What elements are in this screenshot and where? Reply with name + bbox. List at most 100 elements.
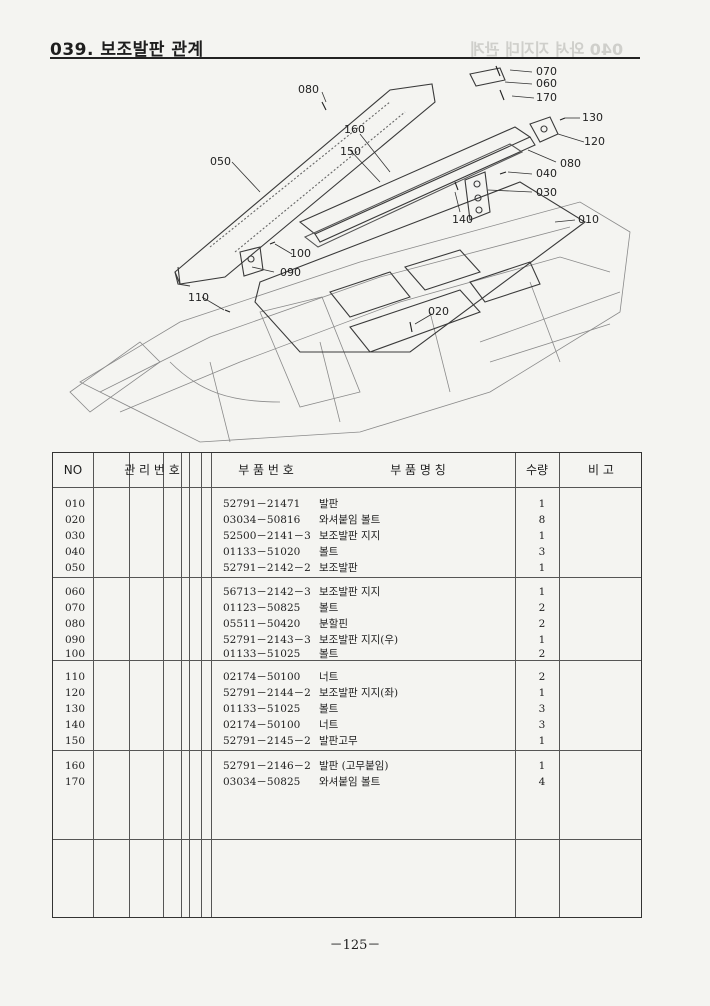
row-qty: 1	[538, 498, 546, 510]
row-part-name: 보조발판 지지	[319, 586, 381, 598]
part-050-aux-step	[174, 83, 436, 287]
row-part-name: 볼트	[319, 602, 339, 614]
row-part-name: 보조발판 지지(우)	[319, 634, 399, 646]
callout-090: 090	[280, 266, 301, 279]
callout-150: 150	[340, 145, 361, 158]
row-part-name: 발판	[319, 498, 339, 510]
part-010-step	[254, 181, 586, 353]
row-part-no: 52791－2143－3	[223, 634, 311, 646]
row-no: 100	[65, 648, 86, 660]
callout-050: 050	[210, 155, 231, 168]
row-part-no: 56713－2142－3	[223, 586, 311, 598]
row-no: 050	[65, 562, 86, 574]
row-no: 040	[65, 546, 86, 558]
row-part-name: 보조발판 지지(좌)	[319, 687, 399, 699]
row-part-no: 01133－51025	[223, 648, 301, 660]
callout-070: 070	[536, 65, 557, 78]
row-no: 120	[65, 687, 86, 699]
part-030-support	[464, 171, 491, 221]
row-part-name: 보조발판 지지	[319, 530, 381, 542]
header-part-no: 부 품 번 호	[238, 463, 294, 477]
row-part-no: 52791－2145－2	[223, 735, 311, 747]
row-no: 020	[65, 514, 86, 526]
callout-030: 030	[536, 186, 557, 199]
row-no: 030	[65, 530, 86, 542]
row-part-name: 볼트	[319, 648, 339, 660]
row-part-no: 52791－2146－2	[223, 760, 311, 772]
callout-080-top: 080	[298, 83, 319, 96]
callout-120: 120	[584, 135, 605, 148]
callout-100: 100	[290, 247, 311, 260]
header-qty: 수량	[525, 463, 549, 477]
row-qty: 1	[538, 735, 546, 747]
part-060-support	[469, 67, 506, 87]
callout-020: 020	[428, 305, 449, 318]
callout-170: 170	[536, 91, 557, 104]
row-qty: 1	[538, 634, 546, 646]
row-qty: 2	[538, 648, 546, 660]
row-qty: 3	[538, 703, 546, 715]
row-qty: 2	[538, 618, 546, 630]
row-part-no: 01123－50825	[223, 602, 301, 614]
row-qty: 1	[538, 760, 546, 772]
row-part-name: 너트	[319, 719, 339, 731]
row-part-name: 와셔붙임 볼트	[319, 514, 381, 526]
row-no: 080	[65, 618, 86, 630]
callout-080-right: 080	[560, 157, 581, 170]
part-090-support-right	[239, 246, 264, 277]
row-part-name: 볼트	[319, 703, 339, 715]
callout-010: 010	[578, 213, 599, 226]
row-part-name: 와셔붙임 볼트	[319, 776, 381, 788]
row-part-no: 52500－2141－3	[223, 530, 311, 542]
row-part-no: 52791－2142－2	[223, 562, 311, 574]
callout-060: 060	[536, 77, 557, 90]
row-qty: 3	[538, 719, 546, 731]
row-qty: 1	[538, 530, 546, 542]
row-qty: 2	[538, 602, 546, 614]
bolts	[224, 65, 566, 333]
callout-160: 160	[344, 123, 365, 136]
chassis-frame	[69, 201, 631, 443]
row-part-no: 01133－51025	[223, 703, 301, 715]
row-part-no: 52791－21471	[223, 498, 301, 510]
row-qty: 1	[538, 687, 546, 699]
row-no: 010	[65, 498, 86, 510]
callout-130: 130	[582, 111, 603, 124]
row-part-name: 발판고무	[319, 735, 358, 747]
header-no: NO	[63, 463, 83, 477]
part-150-rubber	[303, 143, 524, 248]
leader-lines	[201, 69, 585, 325]
page-number: －125－	[329, 938, 381, 953]
header-remarks: 비 고	[588, 463, 614, 477]
row-no: 170	[65, 776, 86, 788]
row-part-no: 03034－50825	[223, 776, 301, 788]
row-qty: 4	[538, 776, 546, 788]
row-part-name: 보조발판	[319, 562, 358, 574]
row-no: 150	[65, 735, 86, 747]
row-part-no: 01133－51020	[223, 546, 301, 558]
row-qty: 1	[538, 586, 546, 598]
row-part-no: 02174－50100	[223, 671, 301, 683]
title-underline	[50, 57, 640, 59]
row-no: 110	[65, 671, 86, 683]
part-160-step-plate	[298, 126, 536, 243]
row-part-no: 05511－50420	[223, 618, 301, 630]
row-part-name: 분할핀	[319, 618, 348, 630]
callout-140: 140	[452, 213, 473, 226]
row-part-name: 너트	[319, 671, 339, 683]
row-no: 060	[65, 586, 86, 598]
parts-table: NO 관 리 번 호 부 품 번 호 부 품 명 칭 수량 비 고 010 52…	[52, 452, 642, 918]
row-no: 130	[65, 703, 86, 715]
row-part-no: 02174－50100	[223, 719, 301, 731]
row-no: 140	[65, 719, 86, 731]
row-qty: 1	[538, 562, 546, 574]
exploded-parts-diagram	[69, 65, 631, 443]
header-mgmt-no: 관 리 번 호	[124, 463, 180, 477]
row-qty: 3	[538, 546, 546, 558]
row-no: 160	[65, 760, 86, 772]
row-no: 090	[65, 634, 86, 646]
callout-040: 040	[536, 167, 557, 180]
page-title: 039. 보조발판 관계	[50, 40, 204, 60]
header-part-name: 부 품 명 칭	[390, 463, 446, 477]
